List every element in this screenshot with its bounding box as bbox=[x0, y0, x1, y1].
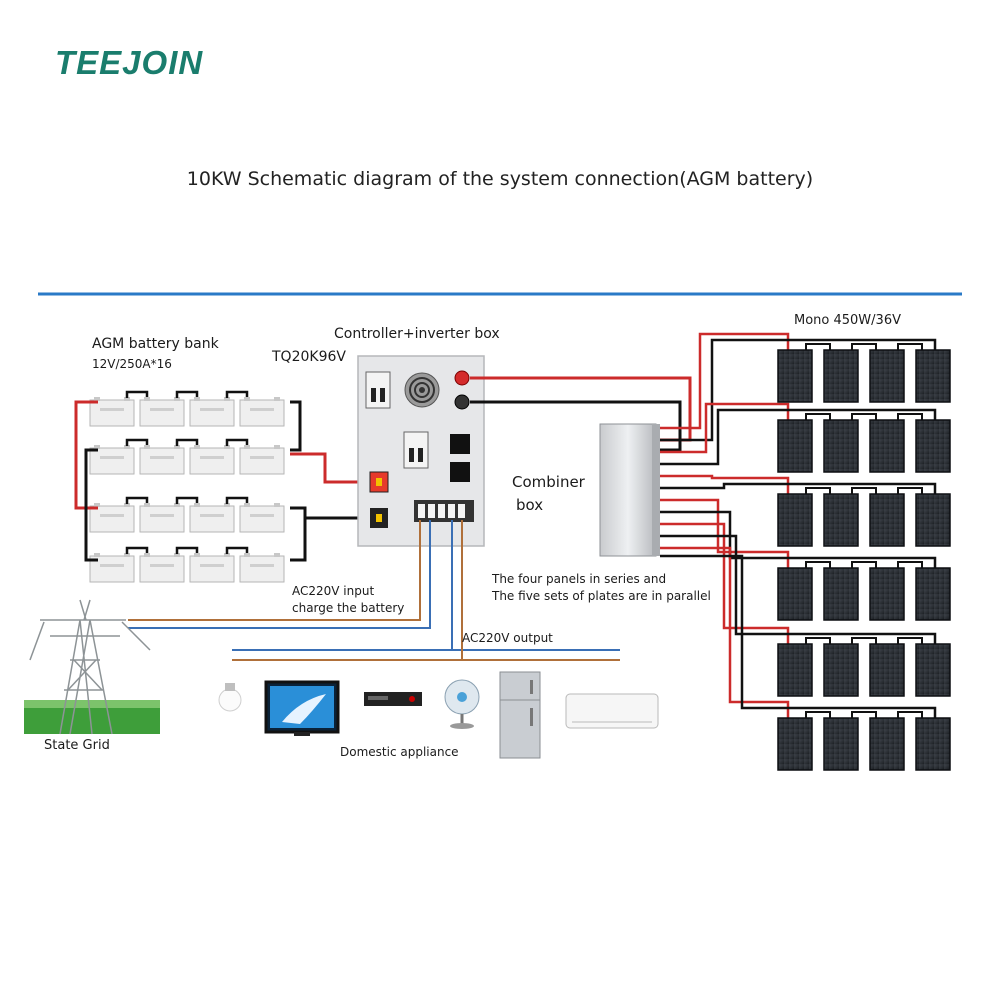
inverter-label: Controller+inverter box bbox=[334, 326, 500, 342]
diagram-title: 10KW Schematic diagram of the system con… bbox=[186, 168, 814, 190]
negative-string-wire bbox=[660, 482, 937, 494]
solar-panel bbox=[915, 643, 951, 697]
solar-panel bbox=[777, 711, 831, 771]
agm-battery bbox=[239, 445, 285, 475]
ac-output-label: AC220V output bbox=[462, 631, 553, 645]
solar-panel bbox=[869, 711, 923, 771]
panel-string-wiring bbox=[660, 332, 937, 718]
agm-battery bbox=[139, 438, 199, 475]
solar-panel bbox=[823, 711, 877, 771]
negative-string-wire bbox=[660, 554, 937, 718]
agm-battery bbox=[139, 390, 199, 427]
domestic-appliance-label: Domestic appliance bbox=[340, 745, 459, 759]
solar-panel bbox=[869, 343, 923, 403]
agm-battery bbox=[239, 503, 285, 533]
negative-string-wire bbox=[660, 408, 937, 466]
fan-icon bbox=[444, 679, 480, 729]
agm-battery bbox=[239, 397, 285, 427]
battery-bank bbox=[89, 390, 285, 583]
ac-wiring bbox=[128, 520, 620, 661]
solar-panel bbox=[869, 637, 923, 697]
agm-battery bbox=[89, 390, 149, 427]
negative-string-wire bbox=[660, 338, 937, 442]
inverter-box bbox=[357, 355, 485, 547]
solar-panel bbox=[823, 561, 877, 621]
series-note-line2: The five sets of plates are in parallel bbox=[492, 589, 711, 603]
combiner-label-line2: box bbox=[516, 496, 544, 514]
solar-panel bbox=[869, 561, 923, 621]
solar-panel bbox=[915, 349, 951, 403]
ac-input-label-line1: AC220V input bbox=[292, 584, 375, 598]
solar-panel bbox=[869, 413, 923, 473]
solar-panel-array bbox=[777, 343, 951, 771]
agm-battery bbox=[239, 553, 285, 583]
solar-panel bbox=[915, 717, 951, 771]
solar-panel bbox=[823, 413, 877, 473]
series-note-line1: The four panels in series and bbox=[492, 572, 667, 586]
solar-panel bbox=[823, 487, 877, 547]
ac-input-label-line2: charge the battery bbox=[292, 601, 405, 615]
agm-battery bbox=[189, 496, 249, 533]
combiner-box bbox=[599, 423, 660, 557]
battery-wiring bbox=[74, 400, 372, 562]
solar-panel bbox=[823, 637, 877, 697]
battery-bank-label: AGM battery bank bbox=[92, 336, 219, 352]
combiner-label-line1: Combiner bbox=[512, 473, 585, 491]
agm-battery bbox=[89, 546, 149, 583]
solar-panel bbox=[777, 561, 831, 621]
solar-panel bbox=[915, 567, 951, 621]
air-conditioner-icon bbox=[565, 693, 659, 729]
solar-panel bbox=[915, 493, 951, 547]
solar-panel bbox=[777, 343, 831, 403]
solar-panel bbox=[869, 487, 923, 547]
bulb-icon bbox=[218, 683, 242, 712]
battery-bank-spec: 12V/250A*16 bbox=[92, 357, 172, 371]
negative-string-wire bbox=[660, 534, 937, 644]
solar-panel bbox=[777, 413, 831, 473]
agm-battery bbox=[189, 546, 249, 583]
positive-string-wire bbox=[660, 522, 790, 644]
fridge-icon bbox=[499, 671, 541, 759]
agm-battery bbox=[139, 496, 199, 533]
agm-battery bbox=[89, 496, 149, 533]
solar-panel bbox=[823, 343, 877, 403]
agm-battery bbox=[189, 390, 249, 427]
agm-battery bbox=[189, 438, 249, 475]
dvd-player-icon bbox=[364, 692, 422, 706]
agm-battery bbox=[139, 546, 199, 583]
solar-panel bbox=[777, 487, 831, 547]
panel-spec-label: Mono 450W/36V bbox=[794, 313, 901, 328]
brand-logo: TEEJOIN bbox=[55, 44, 204, 81]
state-grid-label: State Grid bbox=[44, 738, 110, 753]
solar-panel bbox=[777, 637, 831, 697]
solar-panel bbox=[915, 419, 951, 473]
tv-icon bbox=[264, 680, 340, 736]
agm-battery bbox=[89, 438, 149, 475]
state-grid-tower-icon bbox=[24, 599, 160, 735]
inverter-model: TQ20K96V bbox=[272, 349, 346, 365]
